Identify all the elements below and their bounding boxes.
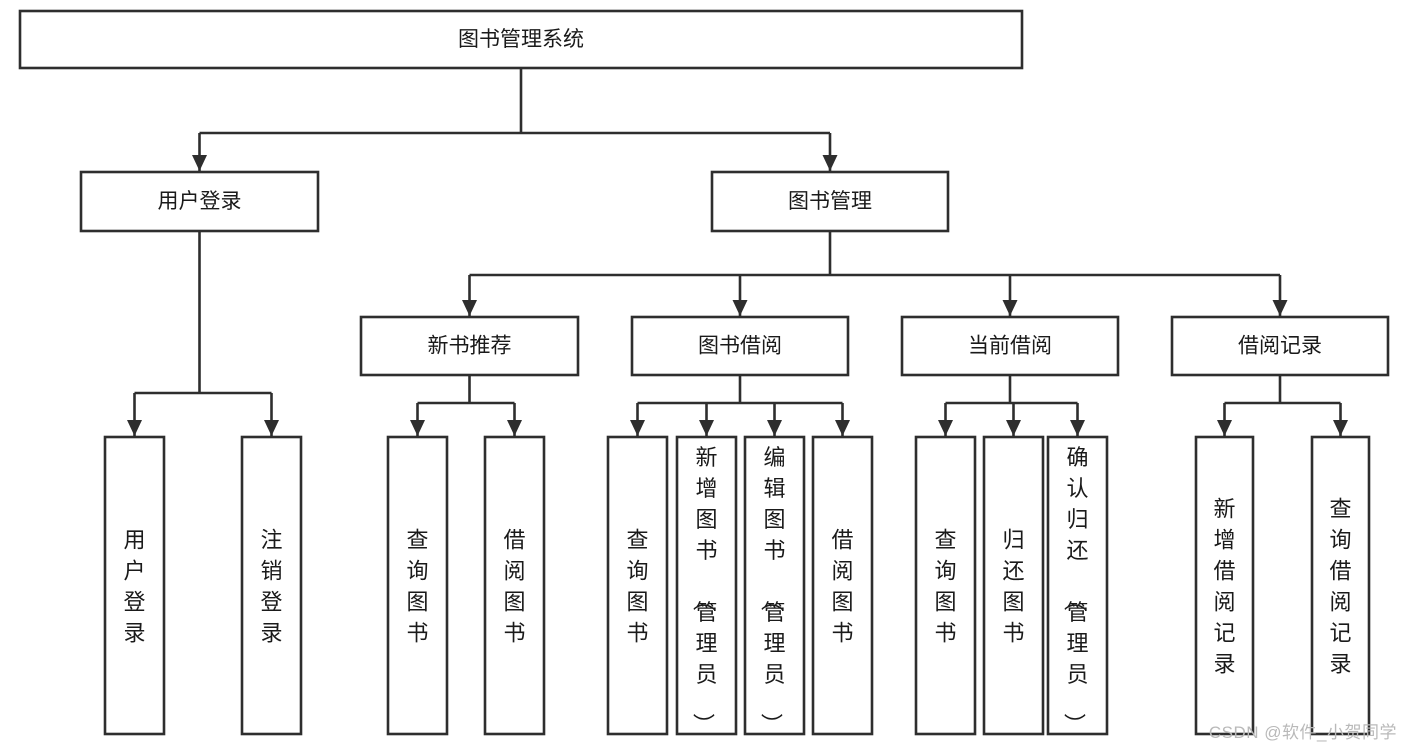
node-box[interactable] [240, 435, 303, 736]
node-label: 借阅图书 [831, 528, 853, 646]
node-label: 用户登录 [158, 190, 242, 213]
arrow-head-icon [822, 155, 838, 171]
node-box[interactable] [914, 435, 977, 736]
node-leaf[interactable]: 借阅图书 [811, 435, 874, 736]
node-level3[interactable]: 图书借阅 [630, 315, 850, 377]
arrow-head-icon [938, 420, 953, 436]
node-level3[interactable]: 当前借阅 [900, 315, 1120, 377]
node-leaf[interactable]: 新增借阅记录 [1194, 435, 1255, 736]
arrow-head-icon [835, 420, 850, 436]
node-label: 新增图书（管理员） [690, 445, 717, 735]
node-label: 新增借阅记录 [1213, 497, 1235, 677]
node-leaf[interactable]: 用户登录 [103, 435, 166, 736]
node-leaf[interactable]: 确认归还（管理员） [1046, 435, 1109, 736]
node-box[interactable] [630, 315, 850, 377]
node-label: 查询图书 [626, 528, 648, 646]
node-label: 图书管理 [788, 190, 872, 213]
node-box[interactable] [359, 315, 580, 377]
node-leaf[interactable]: 注销登录 [240, 435, 303, 736]
node-box[interactable] [1046, 435, 1109, 736]
node-box[interactable] [743, 435, 806, 736]
arrow-head-icon [1272, 300, 1288, 316]
node-label: 用户登录 [123, 528, 145, 646]
arrow-head-icon [192, 155, 207, 171]
connector-group [1223, 375, 1342, 436]
node-label: 查询借阅记录 [1329, 497, 1351, 677]
node-layer: 图书管理系统用户登录图书管理新书推荐图书借阅当前借阅借阅记录用户登录注销登录查询… [18, 9, 1390, 736]
arrow-head-icon [1333, 420, 1348, 436]
node-box[interactable] [675, 435, 738, 736]
node-level3[interactable]: 借阅记录 [1170, 315, 1390, 377]
node-leaf[interactable]: 查询图书 [386, 435, 449, 736]
node-label: 借阅图书 [503, 528, 525, 646]
watermark-text: CSDN @软件_小贺同学 [1208, 723, 1397, 742]
connector-group [468, 231, 1282, 316]
node-box[interactable] [982, 435, 1045, 736]
node-leaf[interactable]: 查询图书 [914, 435, 977, 736]
node-label: 归还图书 [1002, 528, 1024, 646]
node-box[interactable] [710, 170, 950, 233]
arrow-head-icon [127, 420, 142, 436]
connector-group [636, 375, 844, 436]
node-label: 新书推荐 [428, 335, 512, 358]
arrow-head-icon [1217, 420, 1232, 436]
node-leaf[interactable]: 查询借阅记录 [1310, 435, 1371, 736]
connector-group [133, 231, 273, 436]
node-leaf[interactable]: 编辑图书（管理员） [743, 435, 806, 736]
node-label: 确认归还（管理员） [1061, 445, 1088, 735]
node-box[interactable] [900, 315, 1120, 377]
node-box[interactable] [483, 435, 546, 736]
connector-layer [127, 68, 1348, 436]
node-label: 编辑图书（管理员） [758, 445, 785, 735]
node-leaf[interactable]: 归还图书 [982, 435, 1045, 736]
node-box[interactable] [1310, 435, 1371, 736]
arrow-head-icon [767, 420, 782, 436]
node-leaf[interactable]: 查询图书 [606, 435, 669, 736]
node-level3[interactable]: 新书推荐 [359, 315, 580, 377]
node-box[interactable] [1194, 435, 1255, 736]
node-label: 注销登录 [260, 528, 282, 646]
node-box[interactable] [811, 435, 874, 736]
arrow-head-icon [410, 420, 425, 436]
arrow-head-icon [1070, 420, 1085, 436]
node-box[interactable] [18, 9, 1024, 70]
node-label: 查询图书 [934, 528, 956, 646]
node-box[interactable] [386, 435, 449, 736]
node-label: 当前借阅 [968, 335, 1052, 358]
arrow-head-icon [1002, 300, 1018, 316]
connector-group [198, 68, 832, 171]
node-level2[interactable]: 图书管理 [710, 170, 950, 233]
arrow-head-icon [1006, 420, 1021, 436]
node-label: 图书借阅 [698, 335, 782, 358]
node-label: 借阅记录 [1238, 335, 1322, 358]
arrow-head-icon [462, 300, 477, 316]
node-box[interactable] [103, 435, 166, 736]
node-box[interactable] [79, 170, 320, 233]
node-leaf[interactable]: 借阅图书 [483, 435, 546, 736]
arrow-head-icon [507, 420, 522, 436]
node-box[interactable] [606, 435, 669, 736]
node-label: 查询图书 [406, 528, 428, 646]
node-root[interactable]: 图书管理系统 [18, 9, 1024, 70]
node-label: 图书管理系统 [458, 28, 584, 51]
node-box[interactable] [1170, 315, 1390, 377]
arrow-head-icon [630, 420, 645, 436]
node-leaf[interactable]: 新增图书（管理员） [675, 435, 738, 736]
connector-group [416, 375, 516, 436]
arrow-head-icon [264, 420, 279, 436]
arrow-head-icon [699, 420, 714, 436]
node-level2[interactable]: 用户登录 [79, 170, 320, 233]
arrow-head-icon [732, 300, 748, 316]
